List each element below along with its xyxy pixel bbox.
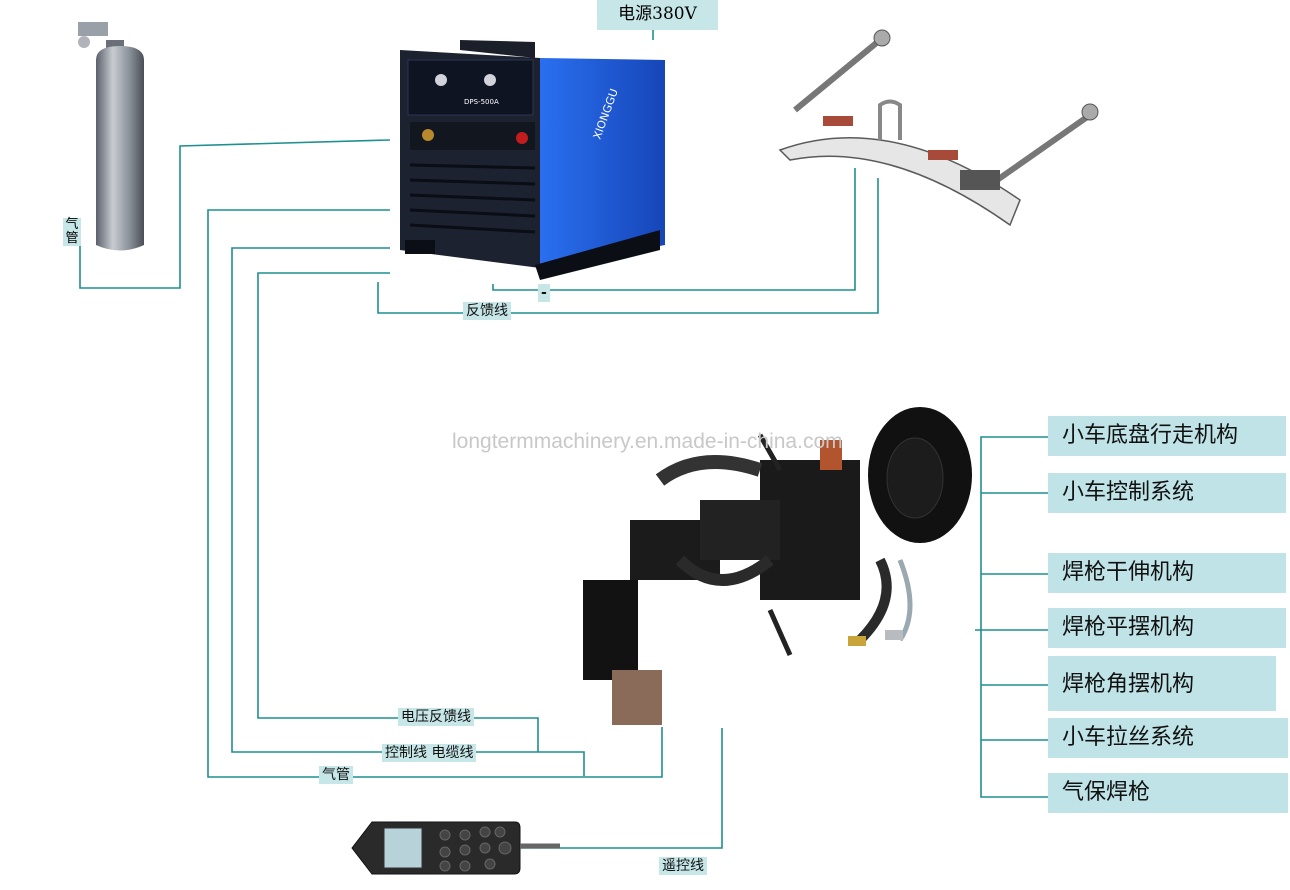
part-gun-extension: 焊枪干伸机构: [1048, 553, 1286, 593]
control-cable-label: 控制线 电缆线: [382, 744, 477, 762]
guide-rail: [778, 29, 1099, 227]
part-control-system: 小车控制系统: [1048, 473, 1286, 513]
part-gun-angle-swing: 焊枪角摆机构: [1048, 656, 1276, 711]
connection-lines: [79, 28, 1048, 849]
part-chassis-travel: 小车底盘行走机构: [1048, 416, 1286, 456]
gas-pipe-line: [207, 209, 663, 778]
watermark: longtermmachinery.en.made-in-china.com: [452, 430, 843, 453]
parts-bracket: [980, 436, 1048, 798]
gas-pipe-label: 气管: [319, 766, 353, 784]
remote-controller: [351, 821, 560, 875]
voltage-feedback-line: [257, 272, 539, 752]
minus-label: -: [538, 284, 550, 302]
power-label: 电源380V: [597, 0, 718, 30]
feedback-line-label: 反馈线: [463, 302, 511, 320]
gas-cylinder: [78, 22, 144, 251]
feedback-line: [377, 178, 879, 314]
remote-line: [520, 728, 723, 849]
machine-model-text: DPS-500A: [464, 98, 499, 106]
part-gas-shielded-torch: 气保焊枪: [1048, 773, 1288, 813]
remote-line-label: 遥控线: [659, 857, 707, 875]
negative-line: [492, 168, 856, 291]
voltage-feedback-label: 电压反馈线: [398, 708, 474, 726]
control-cable-line: [231, 247, 585, 776]
part-gun-horizontal-swing: 焊枪平摆机构: [1048, 608, 1286, 648]
part-wire-feed: 小车拉丝系统: [1048, 718, 1288, 758]
gas-cylinder-line: [79, 139, 391, 289]
welding-machine: XIONGGU DPS-500A: [400, 40, 665, 280]
gas-pipe-vertical-label: 气管: [63, 218, 81, 246]
welding-carriage: [583, 407, 972, 725]
